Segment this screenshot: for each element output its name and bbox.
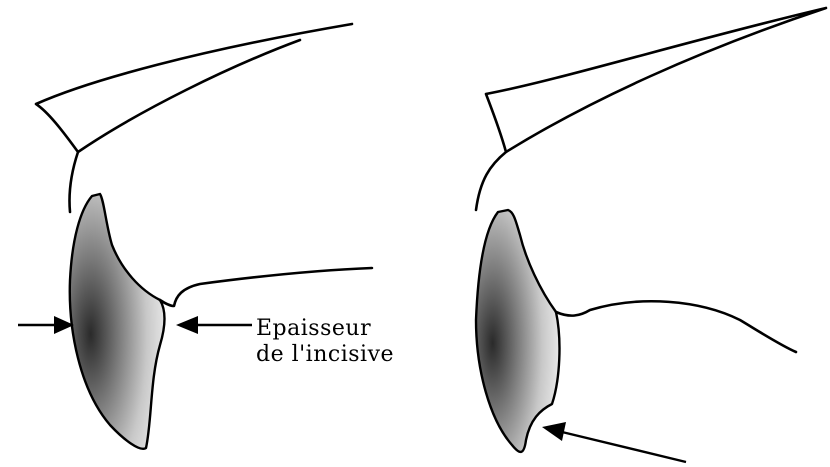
label-line-1: Epaisseur [256,316,394,342]
left-arrow-out [176,316,252,334]
left-gum-line [160,268,372,306]
left-jaw-figure [18,24,372,449]
left-skull-outline [36,24,352,212]
right-gum-line [556,301,796,352]
left-arrow-in [18,316,74,334]
right-jaw-figure [476,8,826,462]
label-line-2: de l'incisive [256,342,394,368]
incisor-thickness-label: Epaisseur de l'incisive [256,316,394,368]
right-arrow-pointer [542,422,686,462]
left-upper-incisor [70,194,165,449]
right-skull-outline [476,8,826,210]
right-upper-incisor [476,210,559,452]
